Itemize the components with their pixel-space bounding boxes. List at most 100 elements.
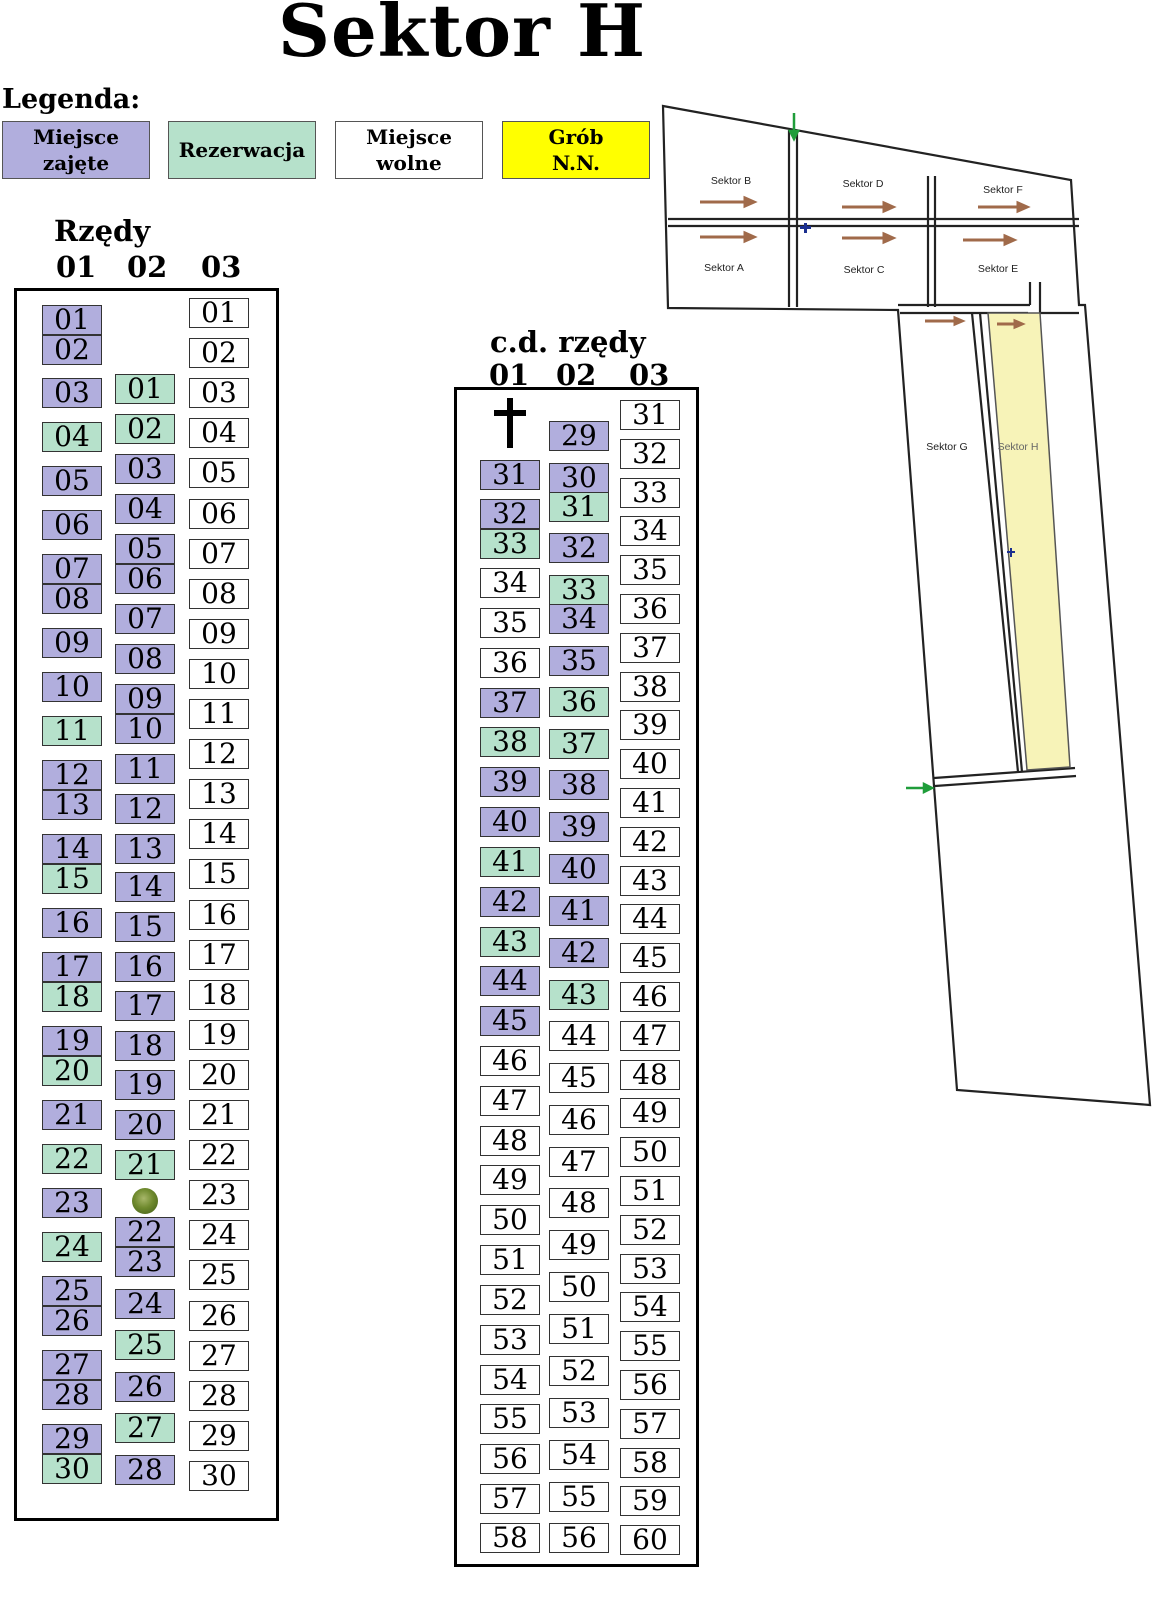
section2-grave-free: 54 bbox=[480, 1365, 540, 1395]
section1-grave-free: 12 bbox=[189, 739, 249, 769]
cemetery-outline bbox=[661, 104, 1152, 1107]
section2-grave-free: 57 bbox=[620, 1409, 680, 1439]
section1-grave-free: 07 bbox=[189, 539, 249, 569]
section2-grave-free: 57 bbox=[480, 1484, 540, 1514]
legend-title: Legenda: bbox=[2, 84, 141, 115]
section1-grave-reserved: 30 bbox=[42, 1454, 102, 1484]
section2-header: c.d. rzędy bbox=[490, 325, 646, 359]
section2-grave-occupied: 38 bbox=[549, 770, 609, 800]
section2-grave-free: 51 bbox=[549, 1314, 609, 1344]
section1-grave-occupied: 17 bbox=[42, 952, 102, 982]
section2-grave-free: 53 bbox=[480, 1325, 540, 1355]
section2-grave-occupied: 37 bbox=[480, 688, 540, 718]
section2-grave-free: 60 bbox=[620, 1525, 680, 1555]
section2-grave-free: 42 bbox=[620, 827, 680, 857]
section2-grave-free: 56 bbox=[549, 1523, 609, 1553]
sector-label: Sektor A bbox=[704, 262, 744, 274]
section1-grave-free: 06 bbox=[189, 499, 249, 529]
legend-reserved: Rezerwacja bbox=[168, 121, 316, 179]
section1-grave-free: 13 bbox=[189, 779, 249, 809]
section1-grave-free: 24 bbox=[189, 1220, 249, 1250]
section1-grave-free: 11 bbox=[189, 699, 249, 729]
section2-grave-free: 52 bbox=[480, 1285, 540, 1315]
section2-grave-free: 55 bbox=[620, 1331, 680, 1361]
section1-grave-occupied: 16 bbox=[115, 952, 175, 982]
section2-grave-free: 38 bbox=[620, 672, 680, 702]
section1-grave-occupied: 08 bbox=[42, 584, 102, 614]
section1-grave-reserved: 22 bbox=[42, 1144, 102, 1174]
section1-grave-occupied: 27 bbox=[42, 1350, 102, 1380]
section1-grave-occupied: 10 bbox=[115, 714, 175, 744]
section2-grave-reserved: 38 bbox=[480, 727, 540, 757]
section1-grave-reserved: 27 bbox=[115, 1413, 175, 1443]
section2-grave-free: 37 bbox=[620, 633, 680, 663]
section2-grave-free: 54 bbox=[620, 1292, 680, 1322]
section1-grave-reserved: 18 bbox=[42, 982, 102, 1012]
section2-grave-free: 39 bbox=[620, 710, 680, 740]
section2-grave-free: 50 bbox=[620, 1137, 680, 1167]
section1-grave-occupied: 14 bbox=[42, 834, 102, 864]
section1-grave-occupied: 04 bbox=[115, 494, 175, 524]
section2-grave-free: 54 bbox=[549, 1440, 609, 1470]
section1-grave-free: 26 bbox=[189, 1301, 249, 1331]
section1-grave-reserved: 02 bbox=[115, 414, 175, 444]
section1-grave-reserved: 20 bbox=[42, 1056, 102, 1086]
section2-grave-reserved: 43 bbox=[549, 980, 609, 1010]
section1-grave-occupied: 11 bbox=[115, 754, 175, 784]
sector-label: Sektor G bbox=[926, 441, 967, 453]
section1-grave-occupied: 21 bbox=[42, 1100, 102, 1130]
section1-grave-occupied: 03 bbox=[115, 454, 175, 484]
section2-grave-free: 56 bbox=[620, 1370, 680, 1400]
section1-grave-free: 04 bbox=[189, 418, 249, 448]
section2-grave-free: 47 bbox=[549, 1147, 609, 1177]
sector-label: Sektor H bbox=[998, 441, 1039, 453]
section2-grave-free: 34 bbox=[620, 516, 680, 546]
section2-grave-free: 50 bbox=[480, 1205, 540, 1235]
section1-grave-reserved: 11 bbox=[42, 716, 102, 746]
sector-label: Sektor D bbox=[843, 178, 884, 190]
section1-grave-free: 28 bbox=[189, 1381, 249, 1411]
section1-grave-free: 08 bbox=[189, 579, 249, 609]
section2-grave-free: 33 bbox=[620, 478, 680, 508]
section1-grave-free: 18 bbox=[189, 980, 249, 1010]
section1-grave-occupied: 13 bbox=[115, 834, 175, 864]
section2-grave-free: 36 bbox=[480, 648, 540, 678]
section2-grave-occupied: 32 bbox=[549, 533, 609, 563]
section2-grave-occupied: 31 bbox=[480, 460, 540, 490]
section2-grave-free: 36 bbox=[620, 594, 680, 624]
section1-grave-occupied: 10 bbox=[42, 672, 102, 702]
section1-grave-occupied: 15 bbox=[115, 912, 175, 942]
section2-grave-occupied: 44 bbox=[480, 966, 540, 996]
section2-grave-free: 45 bbox=[620, 943, 680, 973]
section2-grave-reserved: 33 bbox=[549, 575, 609, 605]
sector-label: Sektor E bbox=[978, 263, 1018, 275]
section1-grave-free: 29 bbox=[189, 1421, 249, 1451]
section1-grave-reserved: 25 bbox=[115, 1330, 175, 1360]
section1-grave-free: 23 bbox=[189, 1180, 249, 1210]
legend-label: Rezerwacja bbox=[178, 138, 306, 162]
section2-grave-free: 51 bbox=[620, 1176, 680, 1206]
section2-grave-reserved: 31 bbox=[549, 492, 609, 522]
section2-grave-reserved: 37 bbox=[549, 729, 609, 759]
section2-grave-occupied: 41 bbox=[549, 896, 609, 926]
section1-grave-free: 14 bbox=[189, 819, 249, 849]
section2-grave-occupied: 45 bbox=[480, 1006, 540, 1036]
section2-grave-free: 47 bbox=[620, 1021, 680, 1051]
section2-grave-free: 48 bbox=[549, 1188, 609, 1218]
section1-grave-free: 03 bbox=[189, 378, 249, 408]
section2-grave-occupied: 35 bbox=[549, 646, 609, 676]
section2-grave-reserved: 43 bbox=[480, 927, 540, 957]
legend-free: Miejsce wolne bbox=[335, 121, 483, 179]
section1-grave-occupied: 23 bbox=[115, 1247, 175, 1277]
section1-grave-free: 17 bbox=[189, 940, 249, 970]
section2-grave-free: 48 bbox=[620, 1060, 680, 1090]
sector-label: Sektor F bbox=[983, 184, 1023, 196]
sector-label: Sektor C bbox=[844, 264, 885, 276]
section2-grave-free: 44 bbox=[620, 904, 680, 934]
section2-grave-occupied: 39 bbox=[480, 767, 540, 797]
section2-grave-free: 45 bbox=[549, 1063, 609, 1093]
section1-grave-occupied: 22 bbox=[115, 1217, 175, 1247]
section2-row-label: 01 bbox=[489, 358, 530, 392]
section1-grave-occupied: 08 bbox=[115, 644, 175, 674]
